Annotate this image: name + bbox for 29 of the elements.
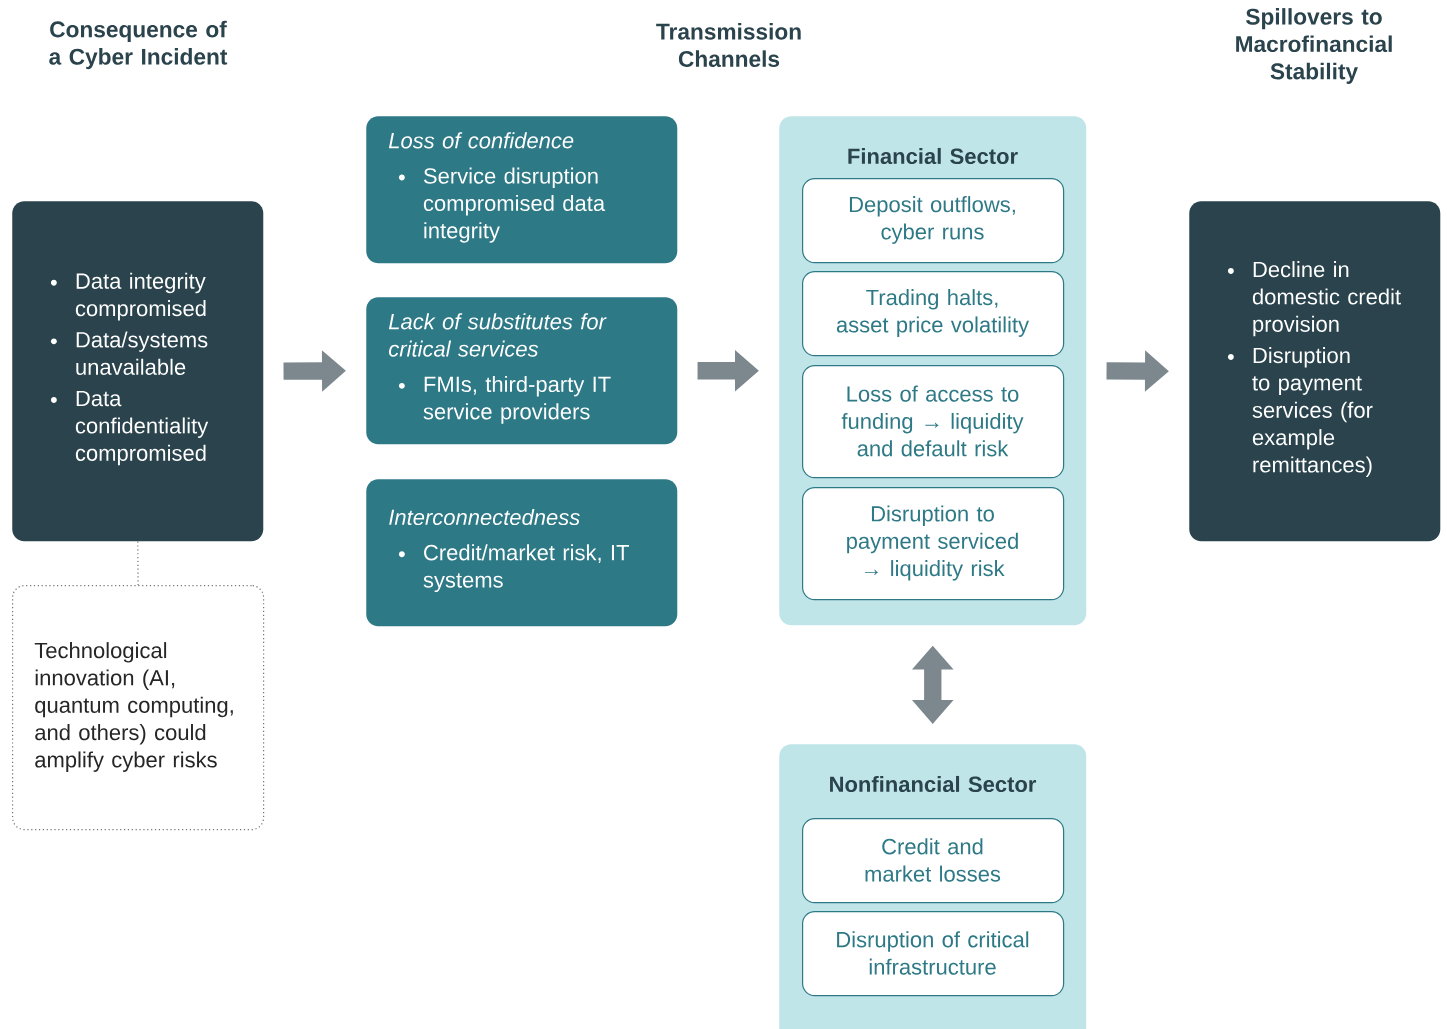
channel-item-box: Credit and market losses xyxy=(802,818,1065,904)
channel-heading: Lack of substitutes for critical services xyxy=(388,313,607,357)
list-item: Decline in domestic credit provision xyxy=(1252,261,1401,337)
list-item: Data confidentiality compromised xyxy=(75,390,209,466)
list-item: Service disruption compromised data integrity xyxy=(423,167,606,243)
channel-heading: Interconnectedness xyxy=(389,508,580,526)
channel-item-box: Loss of access to funding → liquidity and default risk xyxy=(802,365,1065,479)
list-item: Disruption to payment services (for example remittances) xyxy=(1252,347,1373,477)
note-text: Technological innovation (AI, quantum computing, and others) could amplify cyber risks xyxy=(34,642,233,772)
note-box xyxy=(12,585,265,831)
column-heading: Consequence of a Cyber Incident xyxy=(49,20,228,70)
outcome-box xyxy=(12,201,264,542)
panel-heading: Nonfinancial Sector xyxy=(830,775,1037,793)
channel-box xyxy=(366,479,678,627)
channel-box xyxy=(366,297,678,445)
panel-heading: Financial Sector xyxy=(848,147,1018,165)
list-item: Credit/market risk, IT systems xyxy=(423,544,629,593)
column-heading: Spillovers to Macrofinancial Stability xyxy=(1236,8,1392,84)
channel-heading: Loss of confidence xyxy=(388,132,574,149)
channel-item-box: Disruption of critical infrastructure xyxy=(802,911,1065,997)
list-item: Data integrity compromised xyxy=(75,272,206,321)
list-item: FMIs, third-party IT service providers xyxy=(423,375,611,424)
channel-box xyxy=(366,116,678,264)
column-heading: Transmission Channels xyxy=(656,23,801,67)
channel-item-box: Trading halts, asset price volatility xyxy=(802,271,1065,357)
channel-item-box: Disruption to payment serviced → liquidity risk xyxy=(802,487,1065,601)
list-item: Data/systems unavailable xyxy=(76,331,208,375)
channel-item-box: Deposit outflows, cyber runs xyxy=(802,178,1065,264)
outcome-box xyxy=(1189,201,1441,542)
